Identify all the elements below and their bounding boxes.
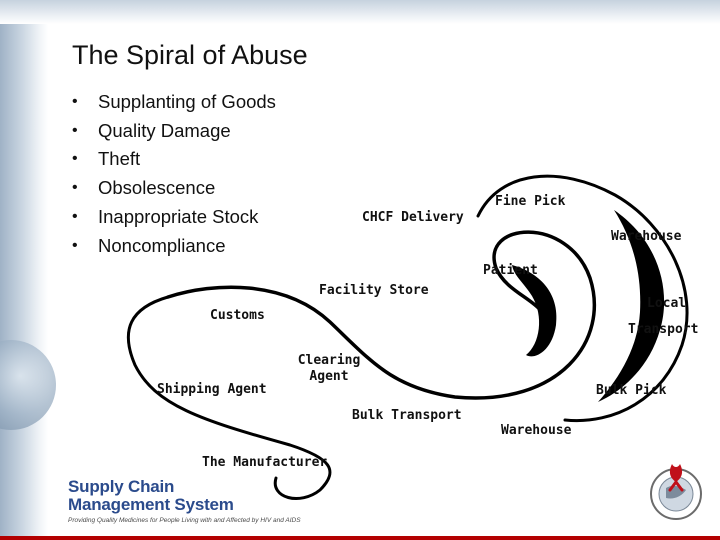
label-bulk-transport: Bulk Transport bbox=[352, 408, 462, 423]
spiral-upper-sweep bbox=[476, 174, 689, 423]
bullet-item: Supplanting of Goods bbox=[72, 88, 276, 117]
bullet-item: Inappropriate Stock bbox=[72, 203, 276, 232]
label-transport: Transport bbox=[628, 322, 699, 337]
label-patient: Patient bbox=[483, 263, 538, 278]
label-fine-pick: Fine Pick bbox=[495, 194, 566, 209]
logo-tagline: Providing Quality Medicines for People L… bbox=[68, 517, 301, 524]
label-local: Local bbox=[647, 296, 687, 311]
label-clearing-agent: Clearing Agent bbox=[297, 353, 361, 385]
label-shipping-agent: Shipping Agent bbox=[157, 382, 267, 397]
spiral-main-curve bbox=[166, 230, 596, 400]
label-chcf-delivery: CHCF Delivery bbox=[362, 210, 464, 225]
label-facility-store: Facility Store bbox=[319, 283, 429, 298]
logo-line2: Management System bbox=[68, 495, 234, 514]
bullet-list: Supplanting of Goods Quality Damage Thef… bbox=[72, 88, 276, 260]
background-edge-left bbox=[0, 0, 48, 540]
label-warehouse-top: Warehouse bbox=[611, 229, 682, 244]
spiral-right-thick bbox=[598, 210, 665, 402]
label-manufacturer: The Manufacturer bbox=[202, 455, 328, 470]
background-edge-top bbox=[0, 0, 720, 24]
label-clearing: Clearing bbox=[297, 353, 361, 368]
slide-title: The Spiral of Abuse bbox=[72, 40, 308, 70]
bottom-accent-bar bbox=[0, 536, 720, 540]
label-customs: Customs bbox=[210, 308, 265, 323]
label-warehouse-bottom: Warehouse bbox=[501, 423, 572, 438]
pepfar-seal-icon bbox=[650, 464, 702, 520]
bullet-item: Quality Damage bbox=[72, 117, 276, 146]
logo-line1: Supply Chain bbox=[68, 477, 175, 496]
label-bulk-pick: Bulk Pick bbox=[596, 383, 667, 398]
bullet-item: Noncompliance bbox=[72, 232, 276, 261]
scms-logo: Supply Chain Management System Providing… bbox=[68, 477, 301, 525]
spiral-outer-curve bbox=[126, 295, 332, 500]
bullet-item: Obsolescence bbox=[72, 174, 276, 203]
label-agent: Agent bbox=[309, 369, 349, 384]
bullet-item: Theft bbox=[72, 145, 276, 174]
spiral-inner-thick bbox=[512, 265, 557, 357]
